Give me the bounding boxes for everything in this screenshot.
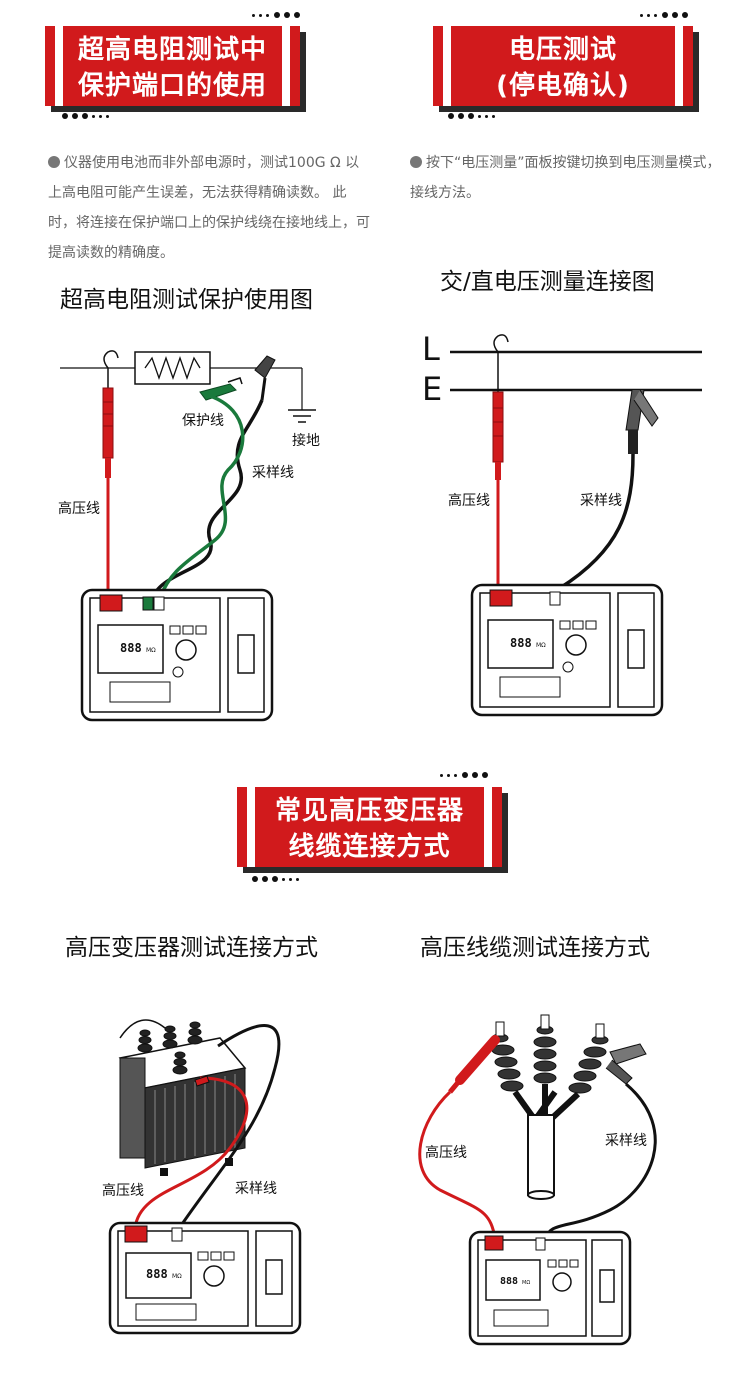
transformer-diagram: 888 MΩ [108,1019,302,1335]
hv-cable-icon [491,1014,609,1200]
title-voltage-diagram: 交/直电压测量连接图 [440,269,655,295]
cable-diagram: 888 MΩ [418,1014,657,1346]
hv-probe-icon [102,350,119,598]
decor-dots [252,876,302,884]
hv-probe-icon [418,1035,500,1239]
decor-dots [440,772,490,780]
display-reading: 888 [510,636,532,650]
label-hv-wire: 高压线 [102,1183,144,1199]
banner-voltage-line1: 电压测试 [508,35,617,65]
voltage-diagram: 888 MΩ [450,334,702,717]
insulation-tester-icon: 888 MΩ [470,583,664,717]
title-transformer-diagram: 高压变压器测试连接方式 [65,935,318,961]
display-reading: 888 [500,1276,518,1287]
insulation-tester-icon: 888 MΩ [108,1221,302,1335]
bullet-icon [48,156,60,168]
resistor-icon [134,351,211,385]
label-hv-wire: 高压线 [425,1145,467,1161]
description-voltage: 按下“电压测量”面板按键切换到电压测量模式，接线方法。 [410,148,730,208]
label-guard-wire: 保护线 [182,413,224,429]
insulation-tester-icon: 888 MΩ [468,1230,632,1346]
decor-dots [62,113,112,121]
label-line-L: L [422,330,440,368]
banner-voltage-test: 电压测试 (停电确认) [433,26,693,106]
display-reading: 888 [146,1267,168,1281]
display-unit: MΩ [172,1273,182,1280]
decor-dots [640,12,690,20]
hv-probe-icon [492,334,509,592]
bullet-icon [410,156,422,168]
label-sample-wire: 采样线 [605,1133,647,1149]
label-sample-wire: 采样线 [252,465,294,481]
guard-clip-icon [199,377,243,401]
guard-diagram: 888 MΩ [60,350,316,722]
sample-clip-icon [559,389,659,590]
label-ground: 接地 [292,433,320,449]
description-guard-port: 仪器使用电池而非外部电源时，测试100G Ω 以上高电阻可能产生误差，无法获得精… [48,148,373,268]
banner-transformer-line1: 常见高压变压器 [274,796,464,826]
decor-dots [252,12,302,20]
description-voltage-text: 按下“电压测量”面板按键切换到电压测量模式，接线方法。 [410,155,721,201]
banner-guard-line2: 保护端口的使用 [77,71,267,101]
label-sample-wire: 采样线 [235,1181,277,1197]
label-hv-wire: 高压线 [448,493,490,509]
decor-dots [448,113,498,121]
label-hv-wire: 高压线 [58,501,100,517]
banner-guard-line1: 超高电阻测试中 [77,35,267,65]
banner-guard-port: 超高电阻测试中 保护端口的使用 [45,26,300,106]
transformer-icon [118,1019,247,1176]
banner-transformer-line2: 线缆连接方式 [288,832,451,862]
display-unit: MΩ [522,1280,530,1286]
description-guard-text: 仪器使用电池而非外部电源时，测试100G Ω 以上高电阻可能产生误差，无法获得精… [48,155,370,261]
display-unit: MΩ [536,642,546,649]
display-unit: MΩ [146,647,156,654]
insulation-tester-icon: 888 MΩ [80,588,274,722]
sample-clip-icon [543,1043,657,1241]
banner-voltage-line2: (停电确认) [496,71,630,101]
label-line-E: E [422,370,443,408]
label-sample-wire: 采样线 [580,493,622,509]
title-cable-diagram: 高压线缆测试连接方式 [420,935,650,961]
banner-transformer-cable: 常见高压变压器 线缆连接方式 [237,787,502,867]
display-reading: 888 [120,641,142,655]
ground-icon [288,409,316,423]
sample-clip-icon [254,355,276,401]
title-guard-diagram: 超高电阻测试保护使用图 [60,287,313,313]
